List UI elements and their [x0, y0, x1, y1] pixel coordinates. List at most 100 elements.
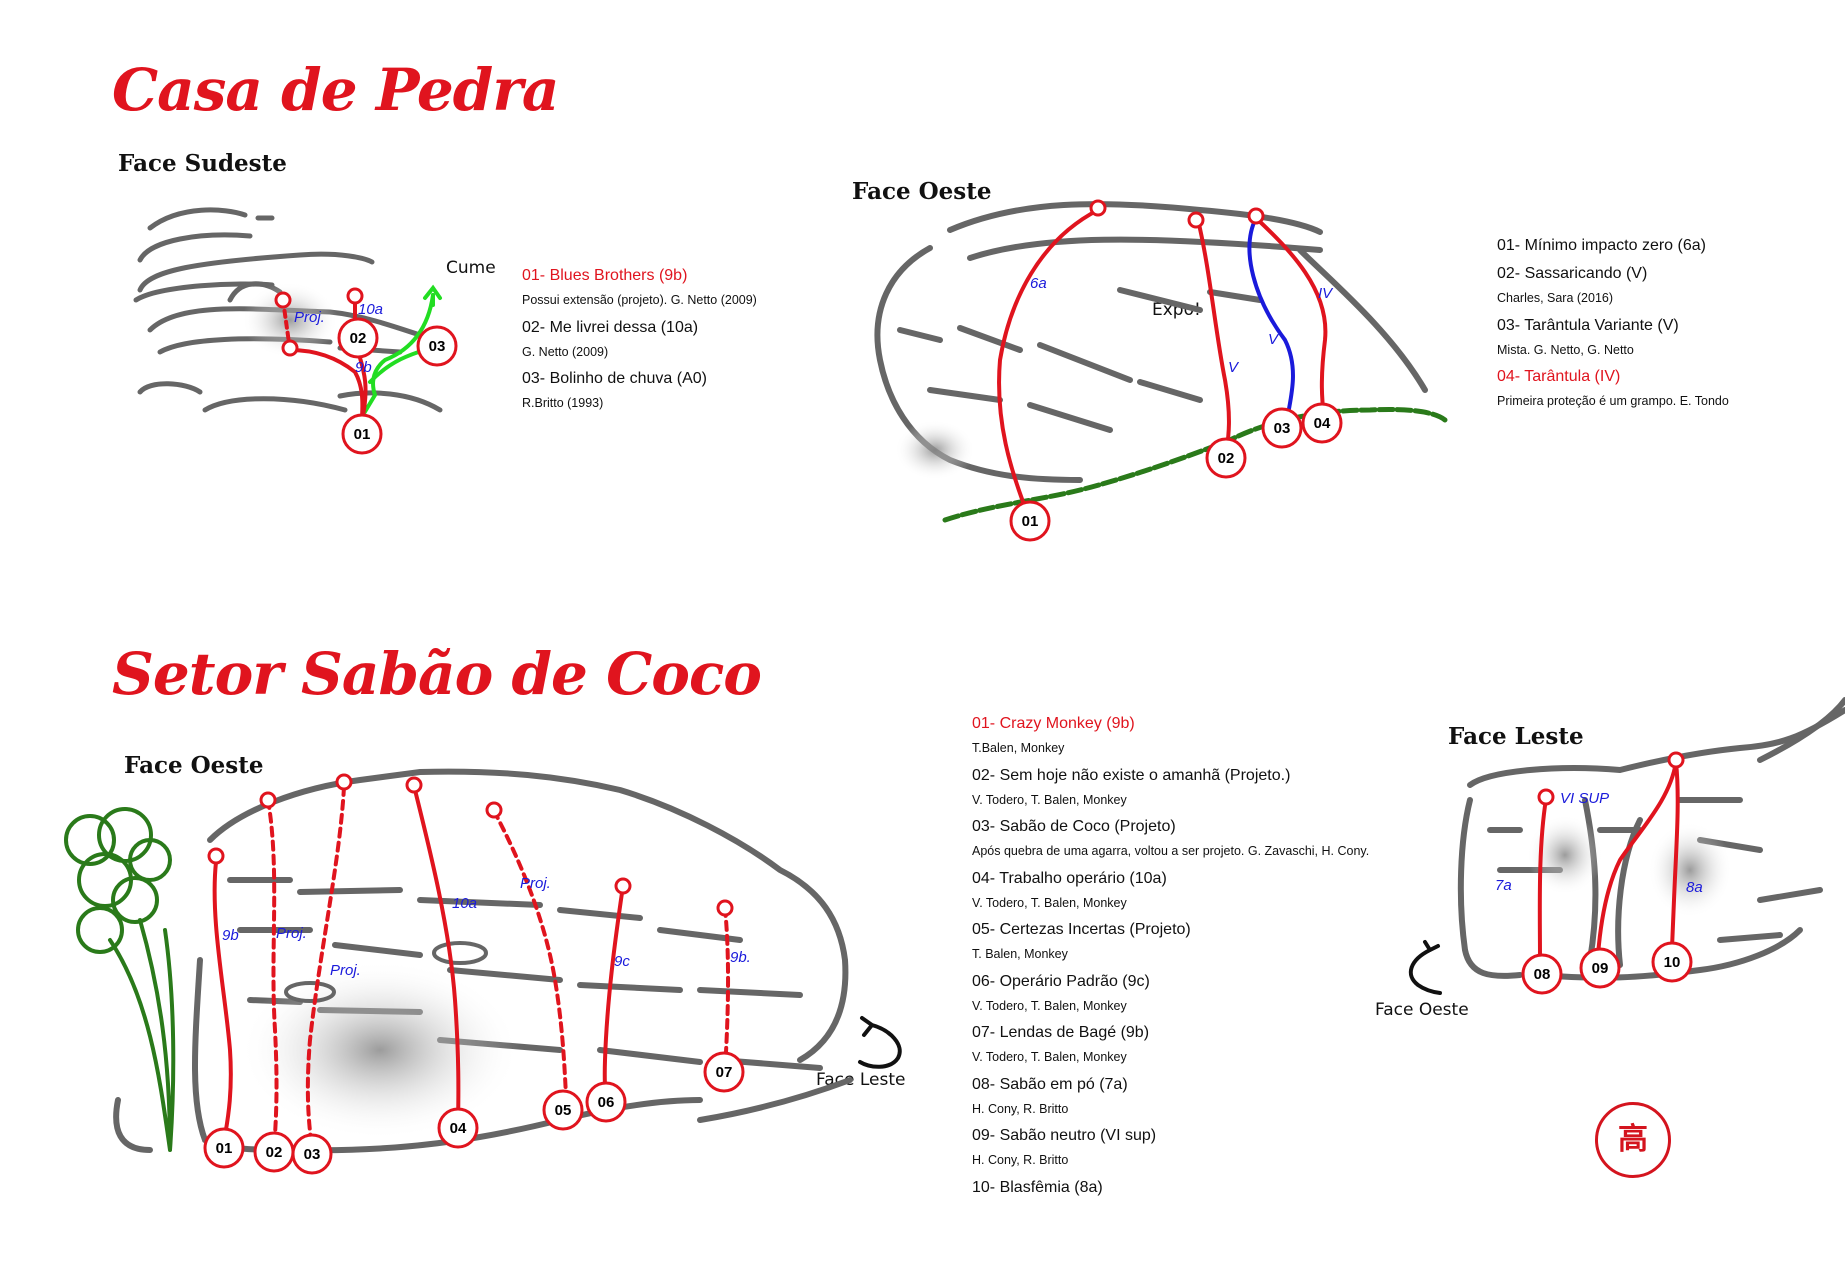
route-note: Após quebra de uma agarra, voltou a ser …	[972, 844, 1370, 858]
route-note: H. Cony, R. Britto	[972, 1101, 1069, 1116]
route-name: 02- Me livrei dessa (10a)	[522, 318, 699, 336]
grade-label: Proj.	[294, 309, 325, 326]
face-leste-arrow	[858, 1016, 902, 1069]
bolt-top	[335, 773, 353, 791]
route-name: 06- Operário Padrão (9c)	[972, 972, 1150, 990]
casa-oeste-routes	[997, 208, 1328, 522]
route-note: V. Todero, T. Balen, Monkey	[972, 792, 1127, 807]
route-note: V. Todero, T. Balen, Monkey	[972, 1050, 1127, 1064]
grade-label: 9b	[355, 359, 372, 376]
route-note: T. Balen, Monkey	[972, 947, 1068, 961]
route-note: Mista. G. Netto, G. Netto	[1497, 342, 1634, 357]
anchor-04: 04	[450, 1120, 467, 1137]
route-08	[1537, 797, 1548, 974]
route-note: Charles, Sara (2016)	[1497, 291, 1614, 305]
grade-label: 9b	[222, 927, 239, 944]
route-01	[288, 348, 365, 422]
anchor-01-circle	[203, 1127, 245, 1169]
route-name: 09- Sabão neutro (VI sup)	[972, 1127, 1157, 1144]
grade-label: V	[1268, 331, 1280, 348]
grade-label: 8a	[1686, 879, 1703, 896]
route-note: Possui extensão (projeto). G. Netto (200…	[522, 293, 757, 307]
casa-face-oeste-label: Face Oeste	[852, 178, 992, 205]
anchor-01: 01	[354, 426, 371, 443]
bolt-top	[405, 776, 423, 794]
sabao-face-leste-label: Face Leste	[1448, 723, 1584, 750]
route-name: 01- Crazy Monkey (9b)	[972, 715, 1135, 732]
anchor-10: 10	[1664, 954, 1681, 971]
route-03	[305, 785, 346, 1152]
bolt-top	[1247, 207, 1265, 225]
route-note: H. Cony, R. Britto	[972, 1153, 1069, 1167]
route-note: T.Balen, Monkey	[972, 741, 1065, 755]
sabao-leste-boulder	[1457, 697, 1845, 981]
anchor-08: 08	[1534, 966, 1551, 983]
approach-path	[358, 293, 435, 422]
route-04	[412, 784, 461, 1130]
casa-oeste-boulder	[874, 201, 1428, 483]
sabao-route-list: 01- Crazy Monkey (9b) T.Balen, Monkey 02…	[972, 716, 1369, 1206]
leste-shadow	[1527, 815, 1603, 895]
route-05	[492, 809, 569, 1112]
anchor-04: 04	[1314, 415, 1331, 432]
grade-label: V	[1228, 359, 1240, 376]
route-name: 05- Certezas Incertas (Projeto)	[972, 921, 1191, 938]
face-oeste-arrow	[1408, 940, 1442, 995]
route-name: 01- Mínimo impacto zero (6a)	[1497, 237, 1706, 254]
hole-feature	[284, 981, 336, 1003]
anchor-01-circle	[1009, 500, 1051, 542]
route-03	[1247, 216, 1295, 427]
anchor-01: 01	[1022, 513, 1039, 530]
anchor-03-circle	[1261, 407, 1303, 449]
anchor-02-circle	[1205, 437, 1247, 479]
grade-label: 9b.	[730, 949, 751, 966]
route-name: 02- Sassaricando (V)	[1497, 265, 1648, 282]
anchor-02: 02	[1218, 450, 1235, 467]
anchor-02: 02	[266, 1144, 283, 1161]
route-04	[1254, 216, 1328, 420]
route-09	[1596, 760, 1678, 957]
cume-label: Cume	[446, 258, 496, 278]
grade-label: Proj.	[276, 925, 307, 942]
bolt-top	[281, 339, 299, 357]
route-06	[602, 884, 625, 1107]
bolt-top	[259, 791, 277, 809]
anchor-05-circle	[542, 1089, 584, 1131]
grade-label: Proj.	[330, 962, 361, 979]
anchor-09-circle	[1579, 947, 1621, 989]
anchor-03: 03	[304, 1146, 321, 1163]
grade-label: IV	[1318, 285, 1334, 302]
route-name: 04- Tarântula (IV)	[1497, 368, 1621, 385]
tree-drawing	[64, 807, 176, 1152]
route-name: 08- Sabão em pó (7a)	[972, 1075, 1128, 1093]
anchor-10-circle	[1651, 941, 1693, 983]
grade-label: 10a	[452, 895, 477, 912]
anchor-01: 01	[216, 1140, 233, 1157]
anchor-02-circle	[337, 317, 379, 359]
grade-label: VI SUP	[1560, 790, 1609, 807]
route-note: R.Britto (1993)	[522, 396, 604, 410]
bolt-top	[207, 847, 225, 865]
route-name: 03- Bolinho de chuva (A0)	[522, 370, 707, 387]
sabao-oeste-shadow	[240, 960, 520, 1140]
grade-label: 7a	[1495, 877, 1512, 894]
sudeste-route-list: 01- Blues Brothers (9b) Possui extensão …	[522, 268, 757, 423]
anchor-03: 03	[1274, 420, 1291, 437]
route-01	[212, 860, 233, 1150]
artist-seal-stamp: 高	[1595, 1102, 1671, 1178]
sabao-leste-routes	[1537, 760, 1680, 974]
route-name: 03- Tarântula Variante (V)	[1497, 316, 1679, 334]
route-02	[266, 798, 279, 1152]
route-name: 03- Sabão de Coco (Projeto)	[972, 818, 1176, 835]
anchor-06-circle	[585, 1081, 627, 1123]
sabao-face-oeste-label: Face Oeste	[124, 752, 264, 779]
anchor-04-circle	[1301, 402, 1343, 444]
bolt-top	[614, 877, 632, 895]
route-note: G. Netto (2009)	[522, 344, 609, 359]
bolt-top	[1089, 199, 1107, 217]
anchor-05: 05	[555, 1102, 572, 1119]
sudeste-shadow	[242, 282, 338, 358]
route-02	[1196, 218, 1231, 457]
anchor-09: 09	[1592, 960, 1609, 977]
